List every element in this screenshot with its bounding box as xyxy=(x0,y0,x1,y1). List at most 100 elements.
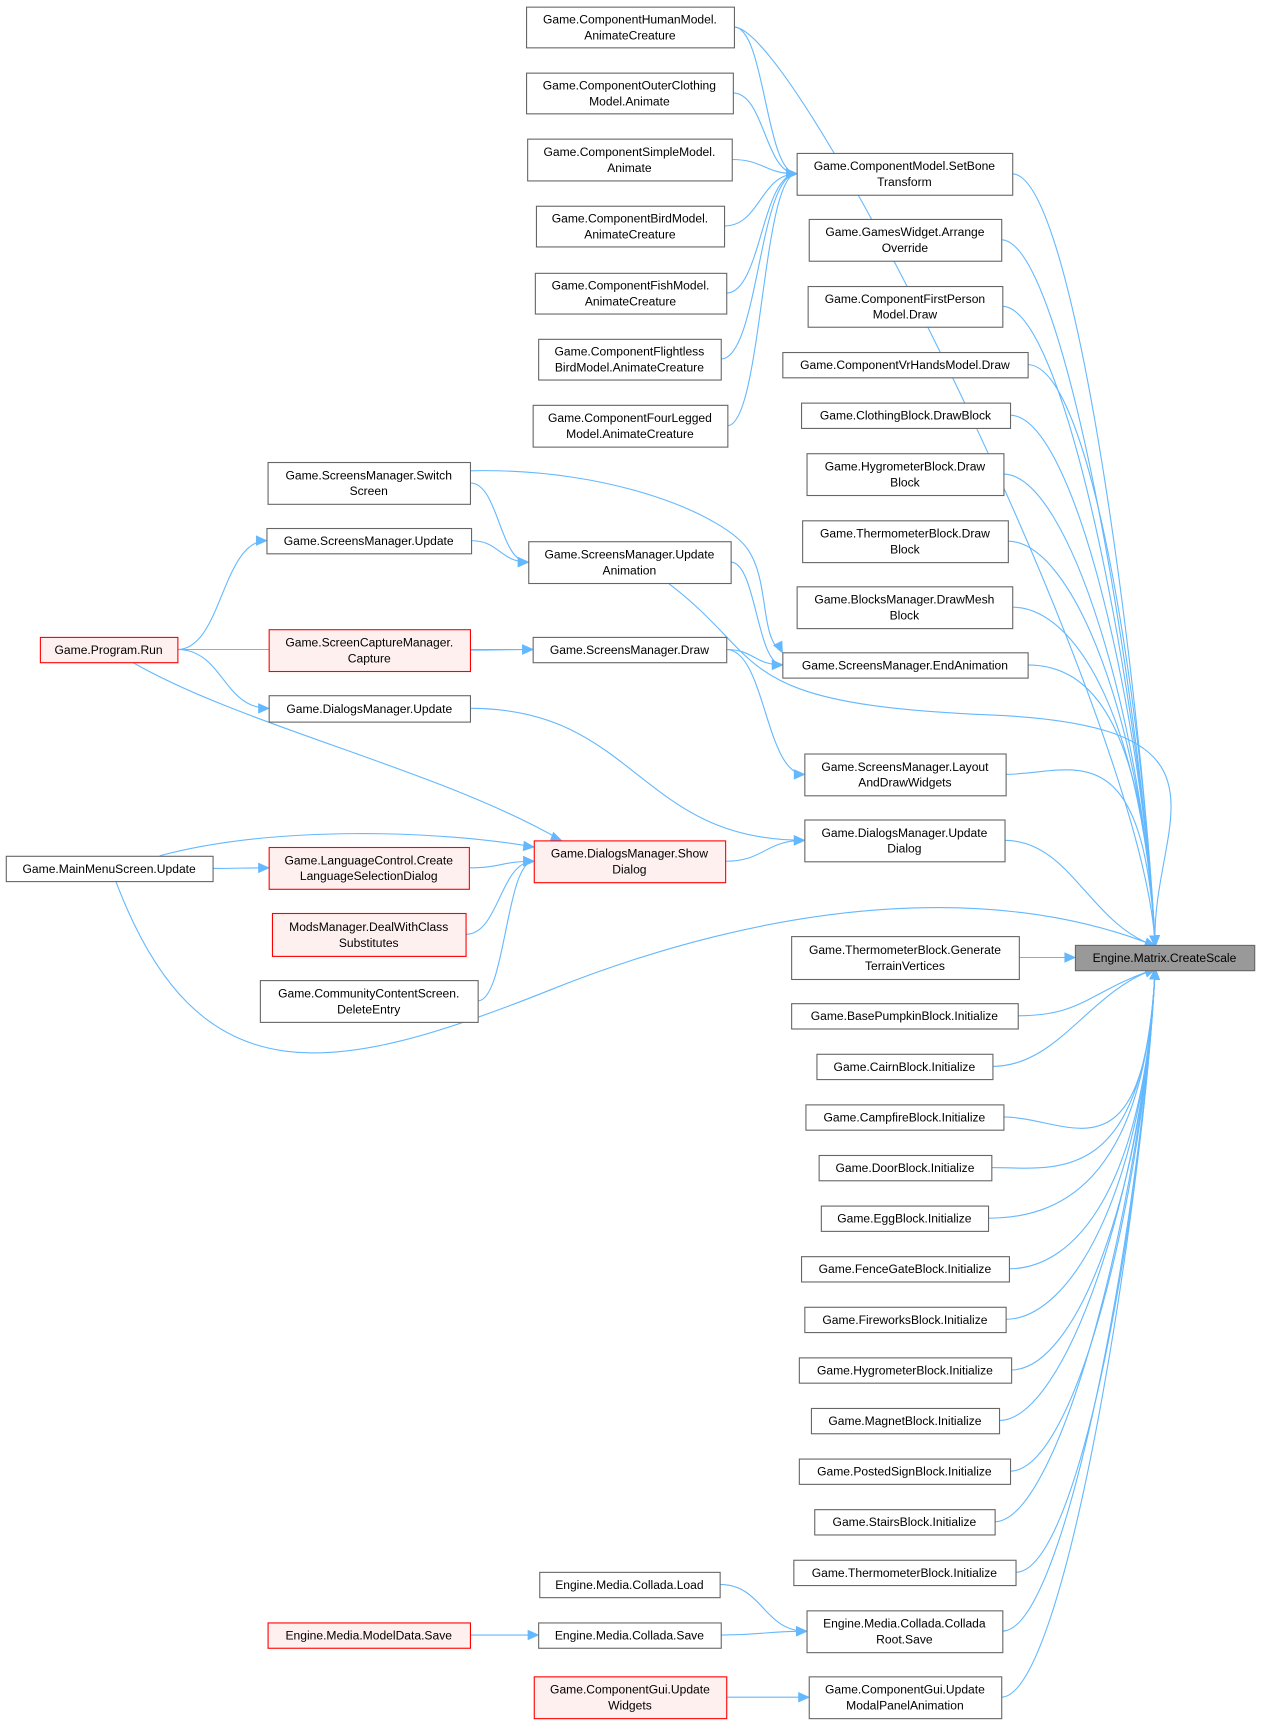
node-label: Model.Animate xyxy=(589,94,670,108)
node-game-clothingblock-drawblock[interactable]: Game.ClothingBlock.DrawBlock xyxy=(800,402,1012,429)
node-game-magnetblock-initialize[interactable]: Game.MagnetBlock.Initialize xyxy=(810,1407,1001,1435)
edge-n44-to-n42 xyxy=(159,833,534,857)
edge-n37-to-n20 xyxy=(667,582,1172,946)
node-engine-media-collada-save[interactable]: Engine.Media.Collada.Save xyxy=(538,1622,722,1649)
node-game-componentflightlessbirdmodel-animatecreature[interactable]: Game.ComponentFlightlessBirdModel.Animat… xyxy=(538,338,722,381)
edge-n30-to-n20 xyxy=(1009,969,1156,1472)
node-box xyxy=(804,1306,1007,1334)
edge-n2-to-n8 xyxy=(732,92,797,175)
node-box xyxy=(804,753,1007,797)
node-box xyxy=(534,272,728,315)
edge-n40-to-n16-arrowhead xyxy=(771,659,784,671)
node-game-componentgui-updatemodalpanelanimation[interactable]: Game.ComponentGui.UpdateModalPanelAnimat… xyxy=(808,1676,1003,1720)
node-box xyxy=(5,855,214,883)
node-game-componentfourleggedmodel-animatecreature[interactable]: Game.ComponentFourLeggedModel.AnimateCre… xyxy=(532,404,729,448)
node-game-componentfishmodel-animatecreature[interactable]: Game.ComponentFishModel.AnimateCreature xyxy=(534,272,728,315)
edge-n38-to-n36-arrowhead xyxy=(255,535,268,546)
node-game-screensmanager-draw[interactable]: Game.ScreensManager.Draw xyxy=(532,636,728,664)
node-game-hygrometerblock-initialize[interactable]: Game.HygrometerBlock.Initialize xyxy=(798,1357,1013,1384)
node-label: Game.ComponentFourLegged xyxy=(548,411,712,425)
edge-n35-to-n16-arrowhead xyxy=(772,640,783,654)
node-game-thermometerblock-generateterrainvertices[interactable]: Game.ThermometerBlock.GenerateTerrainVer… xyxy=(791,936,1020,981)
node-game-hygrometerblock-drawblock[interactable]: Game.HygrometerBlock.DrawBlock xyxy=(806,453,1005,497)
node-box xyxy=(806,1610,1004,1654)
node-game-componenthumanmodel-animatecreature[interactable]: Game.ComponentHumanModel.AnimateCreature xyxy=(526,6,735,49)
node-box xyxy=(808,218,1003,262)
edge-n48-to-n33-arrowhead xyxy=(796,1625,808,1637)
node-game-componentsimplemodel-animate[interactable]: Game.ComponentSimpleModel.Animate xyxy=(527,138,733,182)
node-game-communitycontentscreen-deleteentry[interactable]: Game.CommunityContentScreen.DeleteEntry xyxy=(259,980,479,1023)
node-label: Game.GamesWidget.Arrange xyxy=(825,225,984,239)
edge-n13-to-n20 xyxy=(1003,473,1156,946)
edge-n42-to-n18-arrowhead xyxy=(793,835,806,846)
node-game-cairnblock-initialize[interactable]: Game.CairnBlock.Initialize xyxy=(816,1053,994,1081)
node-box xyxy=(816,1053,994,1081)
node-label: Game.StairsBlock.Initialize xyxy=(833,1515,977,1529)
node-game-basepumpkinblock-initialize[interactable]: Game.BasePumpkinBlock.Initialize xyxy=(791,1003,1019,1030)
nodes: Game.ComponentHumanModel.AnimateCreature… xyxy=(5,6,1256,1720)
edge-n44-to-n42-arrowhead xyxy=(522,840,536,852)
edge-n37-to-n20-arrowhead xyxy=(1149,935,1160,948)
node-game-languagecontrol-createlanguageselectiondialog[interactable]: Game.LanguageControl.CreateLanguageSelec… xyxy=(268,846,470,890)
node-game-dialogsmanager-update[interactable]: Game.DialogsManager.Update xyxy=(268,695,472,723)
node-label: Game.MagnetBlock.Initialize xyxy=(828,1414,981,1428)
node-game-componentbirdmodel-animatecreature[interactable]: Game.ComponentBirdModel.AnimateCreature xyxy=(535,205,726,248)
edge-n34-to-n20-arrowhead xyxy=(1149,967,1160,980)
node-engine-matrix-createscale[interactable]: Engine.Matrix.CreateScale xyxy=(1074,944,1256,972)
node-game-thermometerblock-drawblock[interactable]: Game.ThermometerBlock.DrawBlock xyxy=(802,520,1009,564)
node-game-program-run[interactable]: Game.Program.Run xyxy=(39,636,179,664)
node-engine-media-collada-load[interactable]: Engine.Media.Collada.Load xyxy=(539,1571,721,1599)
edge-n1-to-n8 xyxy=(733,26,797,175)
node-game-screencapturemanager-capture[interactable]: Game.ScreenCaptureManager.Capture xyxy=(268,629,472,673)
node-label: Capture xyxy=(348,651,391,665)
node-label: Game.ScreensManager.Draw xyxy=(550,643,709,657)
node-label: Engine.Media.Collada.Save xyxy=(555,1628,704,1642)
node-game-postedsignblock-initialize[interactable]: Game.PostedSignBlock.Initialize xyxy=(798,1458,1012,1485)
node-game-thermometerblock-initialize[interactable]: Game.ThermometerBlock.Initialize xyxy=(793,1559,1017,1587)
node-label: Game.ComponentVrHandsModel.Draw xyxy=(800,358,1010,372)
node-label: Root.Save xyxy=(876,1633,933,1647)
node-engine-media-modeldata-save[interactable]: Engine.Media.ModelData.Save xyxy=(267,1622,472,1649)
edge-n17-to-n20 xyxy=(1005,769,1156,946)
node-game-screensmanager-update[interactable]: Game.ScreensManager.Update xyxy=(266,527,473,555)
node-box xyxy=(802,520,1009,564)
node-label: TerrainVertices xyxy=(865,959,945,973)
edge-n35-to-n16 xyxy=(469,470,783,653)
node-game-fireworksblock-initialize[interactable]: Game.FireworksBlock.Initialize xyxy=(804,1306,1007,1334)
node-box xyxy=(526,6,735,49)
node-game-stairsblock-initialize[interactable]: Game.StairsBlock.Initialize xyxy=(814,1509,996,1536)
node-box xyxy=(528,541,732,585)
node-game-mainmenuscreen-update[interactable]: Game.MainMenuScreen.Update xyxy=(5,855,214,883)
edge-n38-to-n42 xyxy=(131,661,562,841)
node-game-campfireblock-initialize[interactable]: Game.CampfireBlock.Initialize xyxy=(805,1104,1005,1131)
node-game-eggblock-initialize[interactable]: Game.EggBlock.Initialize xyxy=(820,1205,990,1232)
node-game-doorblock-initialize[interactable]: Game.DoorBlock.Initialize xyxy=(818,1154,993,1182)
edge-n38-to-n41-arrowhead xyxy=(258,703,270,714)
node-label: Game.DialogsManager.Update xyxy=(286,702,452,716)
edge-n37-to-n16 xyxy=(730,561,783,666)
node-box xyxy=(807,285,1004,328)
node-game-componentvrhandsmodel-draw[interactable]: Game.ComponentVrHandsModel.Draw xyxy=(782,351,1029,379)
node-label: Engine.Media.ModelData.Save xyxy=(285,1628,452,1642)
node-game-screensmanager-endanimation[interactable]: Game.ScreensManager.EndAnimation xyxy=(782,652,1029,679)
node-game-fencegateblock-initialize[interactable]: Game.FenceGateBlock.Initialize xyxy=(800,1256,1010,1283)
node-box xyxy=(791,936,1020,981)
node-box xyxy=(820,1205,990,1232)
node-label: Game.CommunityContentScreen. xyxy=(278,986,459,1000)
node-label: Game.EggBlock.Initialize xyxy=(837,1212,972,1226)
node-box xyxy=(808,1676,1003,1720)
